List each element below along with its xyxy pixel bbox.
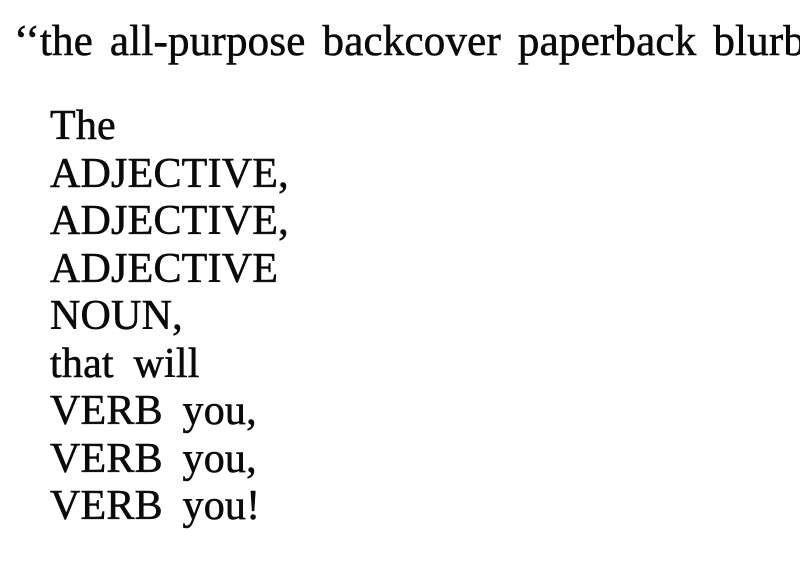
blurb-line: VERB you, <box>50 435 257 482</box>
blurb-line: ADJECTIVE, <box>50 198 289 245</box>
blurb-line: The <box>50 103 116 150</box>
page-heading: ‘‘the all-purpose backcover paperback bl… <box>14 18 800 66</box>
blurb-template-list: The ADJECTIVE, ADJECTIVE, ADJECTIVE NOUN… <box>50 103 289 531</box>
blurb-line: ADJECTIVE <box>50 245 279 292</box>
blurb-line: VERB you! <box>50 483 261 530</box>
blurb-line: ADJECTIVE, <box>50 150 289 197</box>
blurb-line: NOUN, <box>50 293 183 340</box>
blurb-line: that will <box>50 340 200 387</box>
blurb-line: VERB you, <box>50 388 257 435</box>
